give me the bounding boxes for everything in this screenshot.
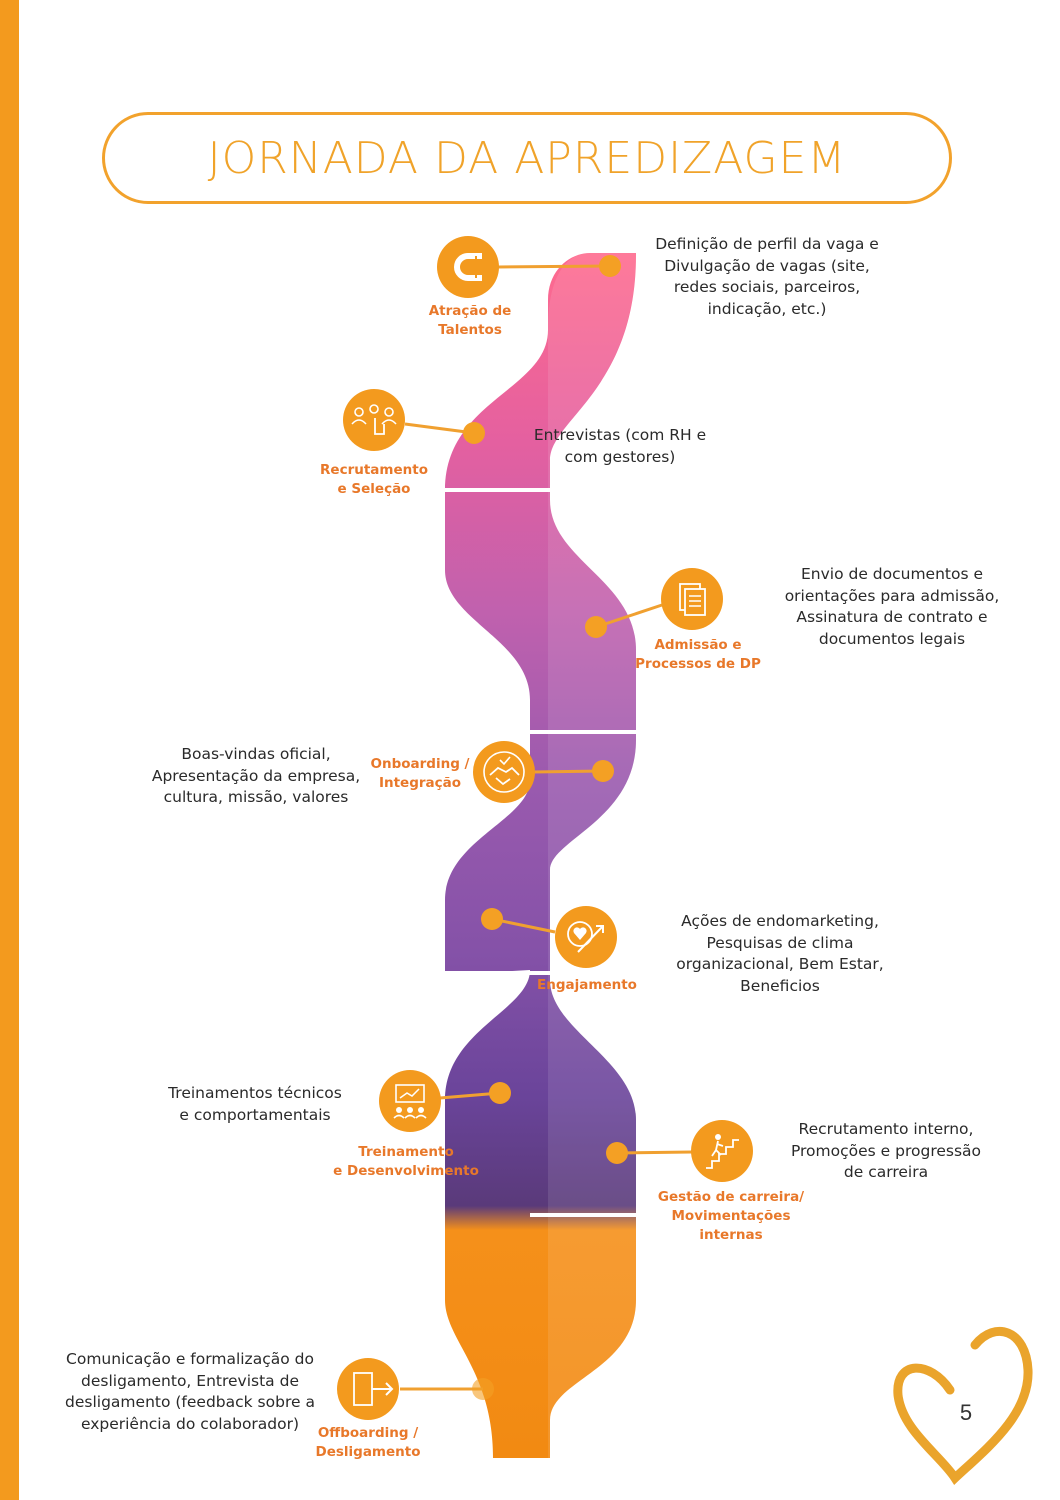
ribbon-dot xyxy=(592,760,614,782)
ribbon-dot xyxy=(481,908,503,930)
stage-label: Engajamento xyxy=(537,977,637,993)
page-number: 5 xyxy=(959,1400,973,1425)
stage-label: Treinamento e Desenvolvimento xyxy=(333,1144,479,1179)
connector-line xyxy=(616,1150,693,1155)
heart-logo xyxy=(893,1326,1033,1485)
ribbon-separator xyxy=(445,488,552,492)
connector-line xyxy=(595,602,666,629)
stage-label: Recrutamento e Seleção xyxy=(320,462,428,497)
people-select-icon xyxy=(343,389,405,451)
stage-description: Comunicação e formalização do desligamen… xyxy=(65,1350,315,1433)
documents-icon xyxy=(661,568,723,630)
exit-door-icon xyxy=(337,1358,399,1420)
stage-label: Atração de Talentos xyxy=(428,303,512,338)
title-frame: JORNADA DA APREDIZAGEM xyxy=(102,112,952,204)
training-board-icon xyxy=(379,1070,441,1132)
stage-description: Envio de documentos e orientações para a… xyxy=(784,565,1000,648)
stage-label: Offboarding / Desligamento xyxy=(315,1425,421,1460)
stage-description: Ações de endomarketing, Pesquisas de cli… xyxy=(676,912,884,995)
connector-line xyxy=(404,422,475,435)
accent-side-bar xyxy=(0,0,19,1500)
stage-label: Admissão e Processos de DP xyxy=(635,637,761,672)
ribbon-separator xyxy=(530,1213,638,1217)
page-title: JORNADA DA APREDIZAGEM xyxy=(207,132,847,184)
ribbon-dot xyxy=(606,1142,628,1164)
magnet-icon xyxy=(437,236,499,298)
ribbon-dot xyxy=(463,422,485,444)
stage-label: Onboarding / Integração xyxy=(370,756,470,791)
stage-description: Recrutamento interno, Promoções e progre… xyxy=(790,1120,982,1181)
connector-line xyxy=(497,264,611,269)
ribbon-dot xyxy=(472,1378,494,1400)
ribbon-dot xyxy=(599,255,621,277)
stage-label: Gestão de carreira/ Movimentações intern… xyxy=(657,1189,805,1243)
ribbon-separator xyxy=(445,971,552,975)
stage-description: Treinamentos técnicos e comportamentais xyxy=(168,1084,342,1124)
heart-growth-icon xyxy=(555,906,617,968)
ribbon-dot xyxy=(489,1082,511,1104)
connector-line xyxy=(532,769,604,774)
handshake-icon xyxy=(473,741,535,803)
ribbon-separator xyxy=(530,730,638,734)
stage-description: Definição de perfil da vaga e Divulgação… xyxy=(655,235,879,318)
stage-description: Boas-vindas oficial, Apresentação da emp… xyxy=(151,745,361,806)
career-stairs-icon xyxy=(691,1120,753,1182)
journey-ribbon xyxy=(445,253,636,1458)
ribbon-dot xyxy=(585,616,607,638)
stage-description: Entrevistas (com RH e com gestores) xyxy=(533,426,707,466)
